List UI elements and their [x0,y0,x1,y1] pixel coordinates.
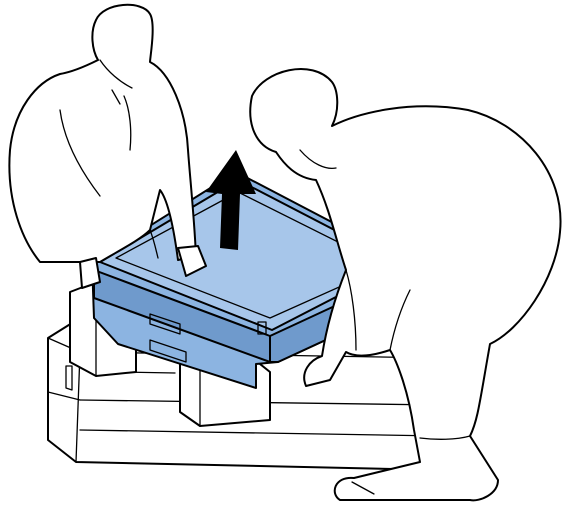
person-left-icon [9,5,206,288]
